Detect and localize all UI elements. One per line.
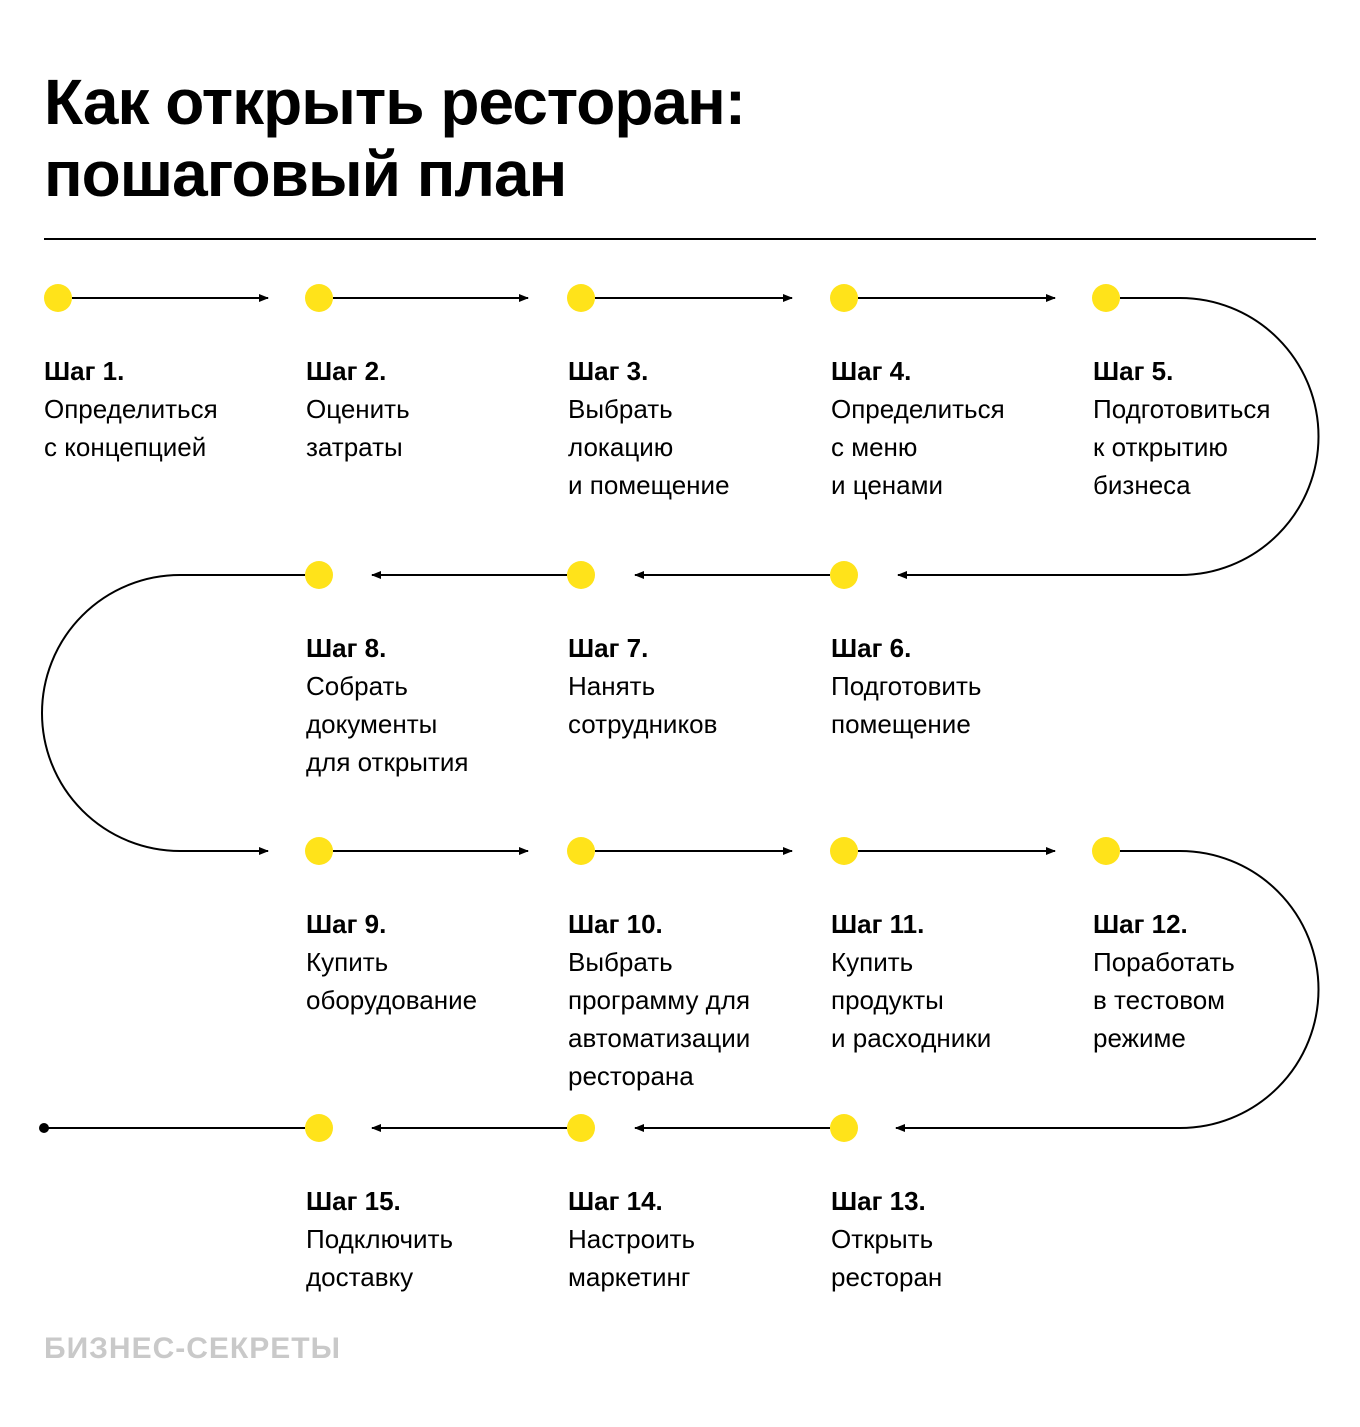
step-8-dot (305, 561, 333, 589)
step-6-text: Подготовить помещение (831, 671, 982, 739)
step-7: Шаг 7. Нанять сотрудников (568, 629, 818, 743)
step-13-text: Открыть ресторан (831, 1224, 943, 1292)
title-line-2: пошаговый план (44, 138, 567, 210)
step-7-dot (567, 561, 595, 589)
step-4: Шаг 4. Определиться с меню и ценами (831, 352, 1081, 504)
step-6-label: Шаг 6. (831, 633, 912, 663)
step-2: Шаг 2. Оценить затраты (306, 352, 556, 466)
step-3: Шаг 3. Выбрать локацию и помещение (568, 352, 818, 504)
step-3-label: Шаг 3. (568, 356, 649, 386)
end-point-dot (39, 1123, 49, 1133)
step-11: Шаг 11. Купить продукты и расходники (831, 905, 1081, 1057)
step-10-label: Шаг 10. (568, 909, 663, 939)
step-9-text: Купить оборудование (306, 947, 478, 1015)
step-5-label: Шаг 5. (1093, 356, 1174, 386)
turn-8-9 (41, 574, 305, 855)
step-5-text: Подготовиться к открытию бизнеса (1093, 394, 1271, 500)
step-13-dot (830, 1114, 858, 1142)
step-12: Шаг 12. Поработать в тестовом режиме (1093, 905, 1343, 1057)
step-12-label: Шаг 12. (1093, 909, 1188, 939)
step-4-dot (830, 284, 858, 312)
step-6: Шаг 6. Подготовить помещение (831, 629, 1081, 743)
turn-5-6 (897, 297, 1320, 579)
step-10-dot (567, 837, 595, 865)
step-10-text: Выбрать программу для автоматизации рест… (568, 947, 751, 1091)
step-11-label: Шаг 11. (831, 909, 925, 939)
step-15-text: Подключить доставку (306, 1224, 454, 1292)
step-3-dot (567, 284, 595, 312)
connectors (39, 294, 1320, 1133)
title-line-1: Как открыть ресторан: (44, 66, 746, 138)
step-2-text: Оценить затраты (306, 394, 410, 462)
step-10: Шаг 10. Выбрать программу для автоматизац… (568, 905, 818, 1095)
page-title: Как открыть ресторан: пошаговый план (44, 66, 746, 210)
step-9-label: Шаг 9. (306, 909, 387, 939)
step-1: Шаг 1. Определиться с концепцией (44, 352, 294, 466)
step-dots (44, 284, 1120, 1142)
step-15: Шаг 15. Подключить доставку (306, 1182, 556, 1296)
step-14-label: Шаг 14. (568, 1186, 663, 1216)
step-15-label: Шаг 15. (306, 1186, 401, 1216)
step-7-text: Нанять сотрудников (568, 671, 718, 739)
step-4-label: Шаг 4. (831, 356, 912, 386)
step-14-text: Настроить маркетинг (568, 1224, 696, 1292)
step-13: Шаг 13. Открыть ресторан (831, 1182, 1081, 1296)
step-2-dot (305, 284, 333, 312)
step-8-label: Шаг 8. (306, 633, 387, 663)
step-8: Шаг 8. Собрать документы для открытия (306, 629, 556, 781)
step-12-dot (1092, 837, 1120, 865)
turn-12-13 (895, 850, 1320, 1132)
step-5: Шаг 5. Подготовиться к открытию бизнеса (1093, 352, 1343, 504)
step-14: Шаг 14. Настроить маркетинг (568, 1182, 818, 1296)
step-7-label: Шаг 7. (568, 633, 649, 663)
step-13-label: Шаг 13. (831, 1186, 926, 1216)
step-1-label: Шаг 1. (44, 356, 125, 386)
step-9: Шаг 9. Купить оборудование (306, 905, 556, 1019)
step-4-text: Определиться с меню и ценами (831, 394, 1005, 500)
step-2-label: Шаг 2. (306, 356, 387, 386)
brand-logo: БИЗНЕС-СЕКРЕТЫ (44, 1332, 341, 1365)
title-divider (44, 238, 1316, 240)
step-5-dot (1092, 284, 1120, 312)
step-9-dot (305, 837, 333, 865)
step-12-text: Поработать в тестовом режиме (1093, 947, 1235, 1053)
step-15-dot (305, 1114, 333, 1142)
step-6-dot (830, 561, 858, 589)
step-14-dot (567, 1114, 595, 1142)
step-8-text: Собрать документы для открытия (306, 671, 469, 777)
step-1-dot (44, 284, 72, 312)
step-11-text: Купить продукты и расходники (831, 947, 992, 1053)
step-3-text: Выбрать локацию и помещение (568, 394, 730, 500)
step-11-dot (830, 837, 858, 865)
step-1-text: Определиться с концепцией (44, 394, 218, 462)
